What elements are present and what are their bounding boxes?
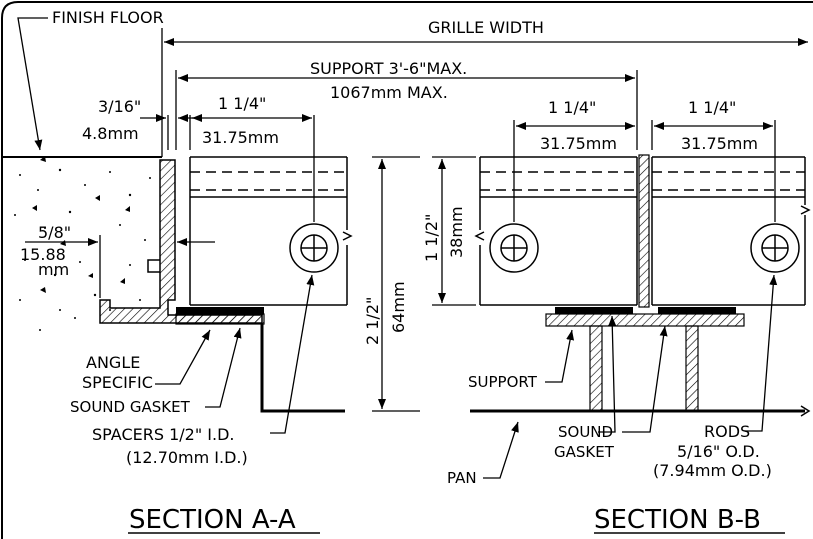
anchor-lug [147,259,160,273]
concrete-floor [2,156,263,331]
support-max-imperial-label: SUPPORT 3'-6"MAX. [310,59,467,78]
depth-metric-label-1: 15.88 [20,245,66,264]
angle-label-2: SPECIFIC [82,373,153,392]
bar-height-imperial-label: 1 1/2" [422,214,441,262]
bar-spacing-b2-metric-label: 31.75mm [681,134,758,153]
sound-gasket-b-left [555,307,633,314]
grille-width-label: GRILLE WIDTH [428,18,544,37]
section-a-bar [189,156,353,306]
total-height-imperial-label: 2 1/2" [363,297,382,345]
bar-spacing-a-metric-label: 31.75mm [202,128,279,147]
sound-gasket-b-label-1: SOUND [558,423,613,441]
gap-metric-label: 4.8mm [82,124,139,143]
section-b-title: SECTION B-B [594,505,761,535]
support-max-metric-label: 1067mm MAX. [330,83,448,102]
section-b-bar-right [651,156,811,306]
section-b-bar-left [474,156,638,306]
sound-gasket-a [176,307,264,314]
section-a-title: SECTION A-A [129,505,296,535]
leader-lines [17,17,778,479]
pan-label: PAN [447,469,477,487]
depth-imperial-label: 5/8" [38,223,71,242]
finish-floor-label: FINISH FLOOR [52,8,164,27]
dimension-lines [25,28,808,412]
bar-height-metric-label: 38mm [447,206,466,258]
sound-gasket-a-label: SOUND GASKET [70,398,191,416]
bar-spacing-b1-imperial-label: 1 1/4" [548,98,596,117]
spacers-metric-label: (12.70mm I.D.) [126,448,248,467]
bar-spacing-a-imperial-label: 1 1/4" [218,94,266,113]
support-label: SUPPORT [468,373,538,391]
total-height-metric-label: 64mm [389,281,408,333]
concrete-speckles [14,156,151,331]
depth-metric-label-2: mm [38,260,69,279]
bar-spacing-b1-metric-label: 31.75mm [540,134,617,153]
gap-imperial-label: 3/16" [98,97,141,116]
sound-gasket-b-right [658,307,736,314]
spacer-plate-a [175,313,265,325]
support-post-left [589,325,603,412]
pan-break [800,405,811,417]
sound-gasket-b-label-2: GASKET [554,443,615,461]
support-plate-b [545,313,745,327]
support-post-right [685,325,699,412]
pan-a [260,324,345,413]
rods-label-3: (7.94mm O.D.) [653,461,772,480]
rods-label-2: 5/16" O.D. [677,442,760,461]
separator-bar [638,154,650,308]
spacers-imperial-label: SPACERS 1/2" I.D. [92,425,235,444]
bar-spacing-b2-imperial-label: 1 1/4" [688,98,736,117]
rods-label-1: RODS [704,422,750,441]
angle-label-1: ANGLE [86,353,140,372]
